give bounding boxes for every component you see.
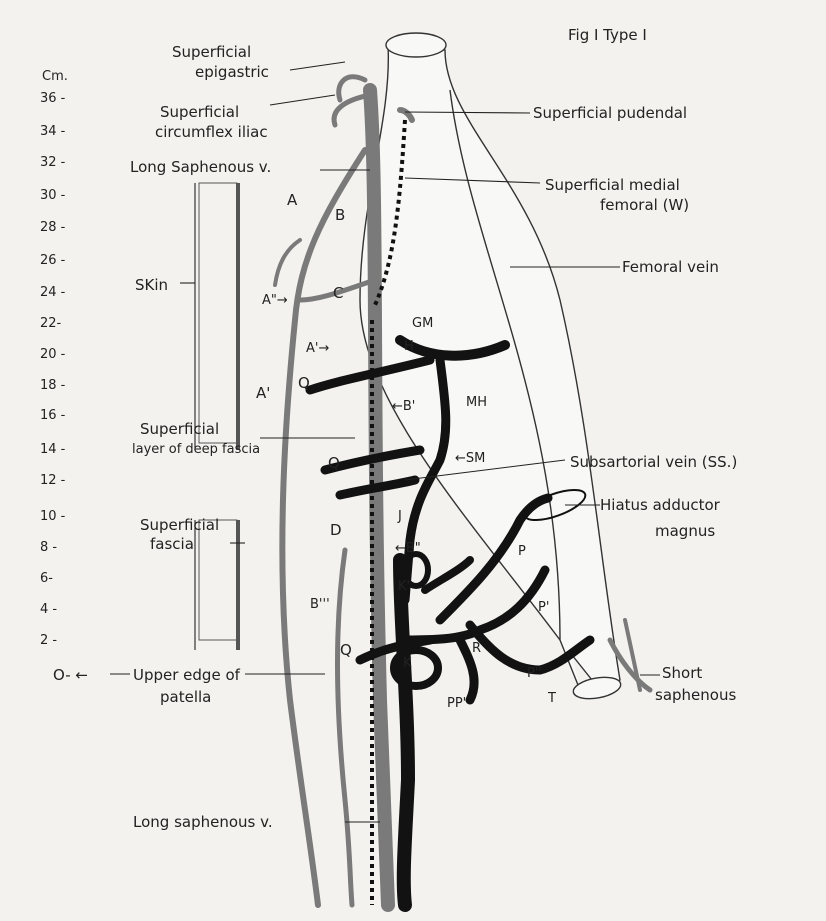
marker-Q: Q <box>328 454 340 472</box>
marker-K1: K' <box>398 579 410 594</box>
label-superficial-layer: layer of deep fascia <box>132 442 260 457</box>
marker-PP: PP' <box>447 696 466 711</box>
marker-D: D <box>330 521 342 539</box>
label-superficial-epigastric: Superficial <box>172 43 251 61</box>
scale-tick: 2 - <box>40 633 57 648</box>
scale-tick: 14 - <box>40 442 66 457</box>
marker-Q: Q <box>340 641 352 659</box>
marker-B3: B''' <box>310 597 330 612</box>
scale-tick: 6- <box>40 571 53 586</box>
scale-tick: 8 - <box>40 540 57 555</box>
marker-A1b: A' <box>256 384 270 402</box>
marker-SM: ←SM <box>455 451 485 466</box>
figure-title: Fig I Type I <box>568 26 647 44</box>
label-superficial-epigastric: epigastric <box>195 63 269 81</box>
label-long-saphenous-top: Long Saphenous v. <box>130 158 271 176</box>
label-superficial-fascia: fascia <box>150 535 194 553</box>
scale-tick: 22- <box>40 316 62 331</box>
marker-P: P <box>518 544 526 559</box>
label-hiatus-adductor: magnus <box>655 522 715 540</box>
marker-J: J <box>397 509 402 524</box>
scale-tick: 26 - <box>40 253 66 268</box>
marker-R: R <box>472 641 481 656</box>
label-upper-edge-patella: O- ← <box>53 666 88 684</box>
scale-tick: 30 - <box>40 188 66 203</box>
scale-tick: 12 - <box>40 473 66 488</box>
label-upper-edge-patella: patella <box>160 688 211 706</box>
marker-T: T <box>547 691 556 706</box>
label-superficial-pudendal: Superficial pudendal <box>533 104 687 122</box>
marker-H: H <box>404 339 414 354</box>
marker-A: A <box>287 191 298 209</box>
label-short-saphenous: Short <box>662 664 702 682</box>
label-subsartorial-vein: Subsartorial vein (SS.) <box>570 453 737 471</box>
scale-tick: 16 - <box>40 408 66 423</box>
scale-tick: 28 - <box>40 220 66 235</box>
label-short-saphenous: saphenous <box>655 686 736 704</box>
marker-A1: A'→ <box>306 341 329 356</box>
marker-K: K <box>403 656 412 671</box>
label-femoral-vein: Femoral vein <box>622 258 719 276</box>
label-superficial-medial-femoral: Superficial medial <box>545 176 680 194</box>
scale-tick: 24 - <box>40 285 66 300</box>
marker-B: B <box>335 206 345 224</box>
marker-MH: MH <box>466 395 487 410</box>
label-hiatus-adductor: Hiatus adductor <box>600 496 721 514</box>
label-superficial-medial-femoral: femoral (W) <box>600 196 689 214</box>
marker-B2: ←B" <box>395 541 421 556</box>
scale-tick: 4 - <box>40 602 57 617</box>
scale-tick: 32 - <box>40 155 66 170</box>
label-superficial-fascia: Superficial <box>140 516 219 534</box>
label-circumflex-iliac: circumflex iliac <box>155 123 268 141</box>
scale-tick: 18 - <box>40 378 66 393</box>
marker-C: C <box>333 284 343 302</box>
label-circumflex-iliac: Superficial <box>160 103 239 121</box>
marker-B1: ←B' <box>392 399 415 414</box>
label-superficial-layer: Superficial <box>140 420 219 438</box>
label-long-saphenous-bottom: Long saphenous v. <box>133 813 273 831</box>
marker-P1: P' <box>538 600 549 615</box>
scale-tick: 20 - <box>40 347 66 362</box>
scale-tick: 36 - <box>40 91 66 106</box>
label-upper-edge-patella: Upper edge of <box>133 666 241 684</box>
scale-tick: 10 - <box>40 509 66 524</box>
scale-tick: 34 - <box>40 124 66 139</box>
marker-A2: A"→ <box>262 293 288 308</box>
label-skin: SKin <box>135 276 168 294</box>
marker-Q: Q <box>298 374 310 392</box>
scale-unit: Cm. <box>42 69 68 84</box>
marker-GM: GM <box>412 316 433 331</box>
marker-P2: P'' <box>527 666 542 681</box>
